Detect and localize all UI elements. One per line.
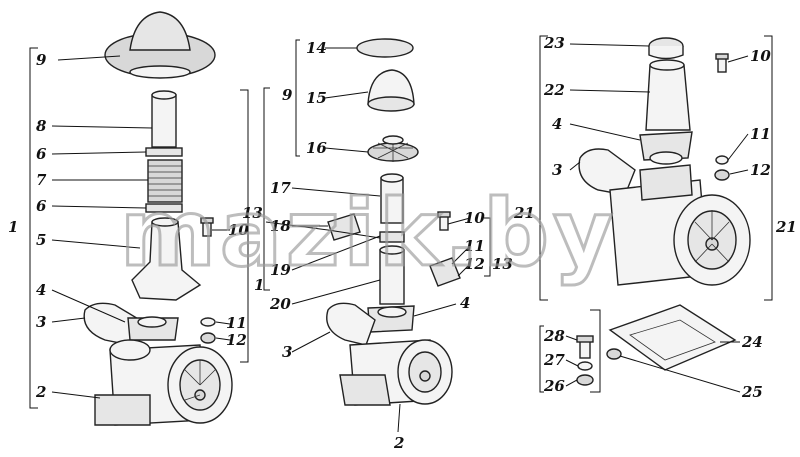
callout-26: 26	[543, 377, 565, 395]
callout-8: 8	[36, 117, 47, 135]
callout-22: 22	[543, 81, 565, 99]
part-intake-tube	[151, 90, 177, 148]
part-inlet-pipe-right	[578, 148, 636, 196]
part-upper-tube-rim	[380, 173, 404, 183]
part-bolt-center-head	[437, 211, 451, 218]
part-precleaner-dome	[104, 11, 216, 79]
part-washer-left	[200, 317, 216, 327]
left-assembly	[83, 11, 233, 426]
part-corrugated-hose	[147, 159, 183, 203]
watermark: mazik.by	[120, 180, 617, 287]
callout-27: 27	[543, 351, 565, 369]
part-rain-cap-skirt	[648, 46, 684, 60]
callout-12-center: 12	[464, 255, 485, 273]
callout-9-left: 9	[36, 51, 47, 69]
callout-3-left: 3	[36, 313, 46, 331]
part-flange-hole-left	[137, 316, 167, 328]
callout-11-left: 11	[226, 314, 247, 332]
callout-21-right: 21	[775, 218, 797, 236]
callout-18: 18	[270, 217, 291, 235]
part-washer-right	[715, 155, 729, 165]
part-vertical-pipe	[645, 64, 691, 131]
part-bolt-28-head	[576, 335, 594, 343]
part-air-cleaner-body-left	[94, 339, 233, 426]
callout-21-left: 21	[513, 204, 535, 222]
callout-4-right: 4	[552, 115, 562, 133]
callout-17: 17	[270, 179, 291, 197]
part-flange-hole-center	[377, 306, 407, 318]
part-nut-right	[714, 169, 730, 181]
part-flange-hole-right	[649, 151, 683, 165]
part-impeller	[367, 135, 419, 162]
callout-3-right: 3	[552, 161, 562, 179]
part-lower-tube	[379, 249, 405, 305]
callout-7: 7	[36, 171, 47, 189]
callout-16: 16	[306, 139, 327, 157]
part-clamp-ring	[379, 231, 405, 243]
part-mounting-bracket-detail	[629, 319, 716, 361]
part-nut-left	[200, 332, 216, 344]
callout-3-center: 3	[282, 343, 292, 361]
callout-4-center: 4	[460, 294, 470, 312]
callout-24: 24	[741, 333, 763, 351]
callout-4-left: 4	[36, 281, 46, 299]
part-cap-disc	[356, 38, 414, 58]
part-bolt-left	[200, 217, 214, 237]
center-assembly	[326, 38, 461, 406]
part-strap-center	[429, 257, 461, 287]
callout-12-right: 12	[750, 161, 771, 179]
callout-11-center: 11	[464, 237, 485, 255]
callout-6-upper: 6	[36, 145, 47, 163]
callout-25: 25	[741, 383, 763, 401]
callout-19: 19	[270, 261, 291, 279]
part-bolt-right-head	[715, 53, 729, 60]
part-clamp-upper	[145, 147, 183, 157]
callout-28: 28	[543, 327, 565, 345]
callout-1-right: 1	[254, 276, 264, 294]
part-washer-27	[577, 361, 593, 371]
leader-lines	[29, 35, 773, 433]
part-cyclone-cover	[367, 69, 415, 112]
part-flange-right	[639, 131, 693, 161]
part-nut-26	[576, 374, 594, 386]
part-air-cleaner-body-right	[609, 164, 751, 286]
callout-5: 5	[36, 231, 46, 249]
callout-12-left: 12	[226, 331, 247, 349]
part-air-cleaner-body-center	[339, 339, 453, 406]
callout-10-right: 10	[750, 47, 771, 65]
callout-2-center: 2	[393, 434, 404, 452]
callout-14: 14	[306, 39, 327, 57]
callout-23: 23	[543, 34, 565, 52]
part-bolt-right	[717, 57, 727, 73]
callout-6-lower: 6	[36, 197, 47, 215]
callout-labels: 9 8 6 7 6 1 5 10 4 3 11 12 1 2 13 14 9 1…	[8, 34, 797, 452]
callout-13-left: 13	[242, 204, 263, 222]
callout-10-left: 10	[228, 221, 249, 239]
part-inlet-pipe-center	[326, 302, 376, 346]
callout-2-left: 2	[35, 383, 46, 401]
callout-15: 15	[306, 89, 327, 107]
callout-13-right: 13	[492, 255, 513, 273]
part-lower-tube-rim	[379, 245, 405, 255]
right-assembly	[576, 37, 751, 386]
callout-11-right: 11	[750, 125, 771, 143]
callout-10-center: 10	[464, 209, 485, 227]
callout-9-center: 9	[282, 86, 293, 104]
part-bolt-28	[579, 339, 591, 359]
part-pad-25	[606, 348, 622, 360]
part-elbow-pipe	[131, 217, 202, 301]
part-vertical-pipe-rim	[649, 59, 685, 71]
part-mounting-bracket	[608, 304, 737, 371]
callout-20: 20	[269, 295, 291, 313]
callout-1-left: 1	[8, 218, 18, 236]
